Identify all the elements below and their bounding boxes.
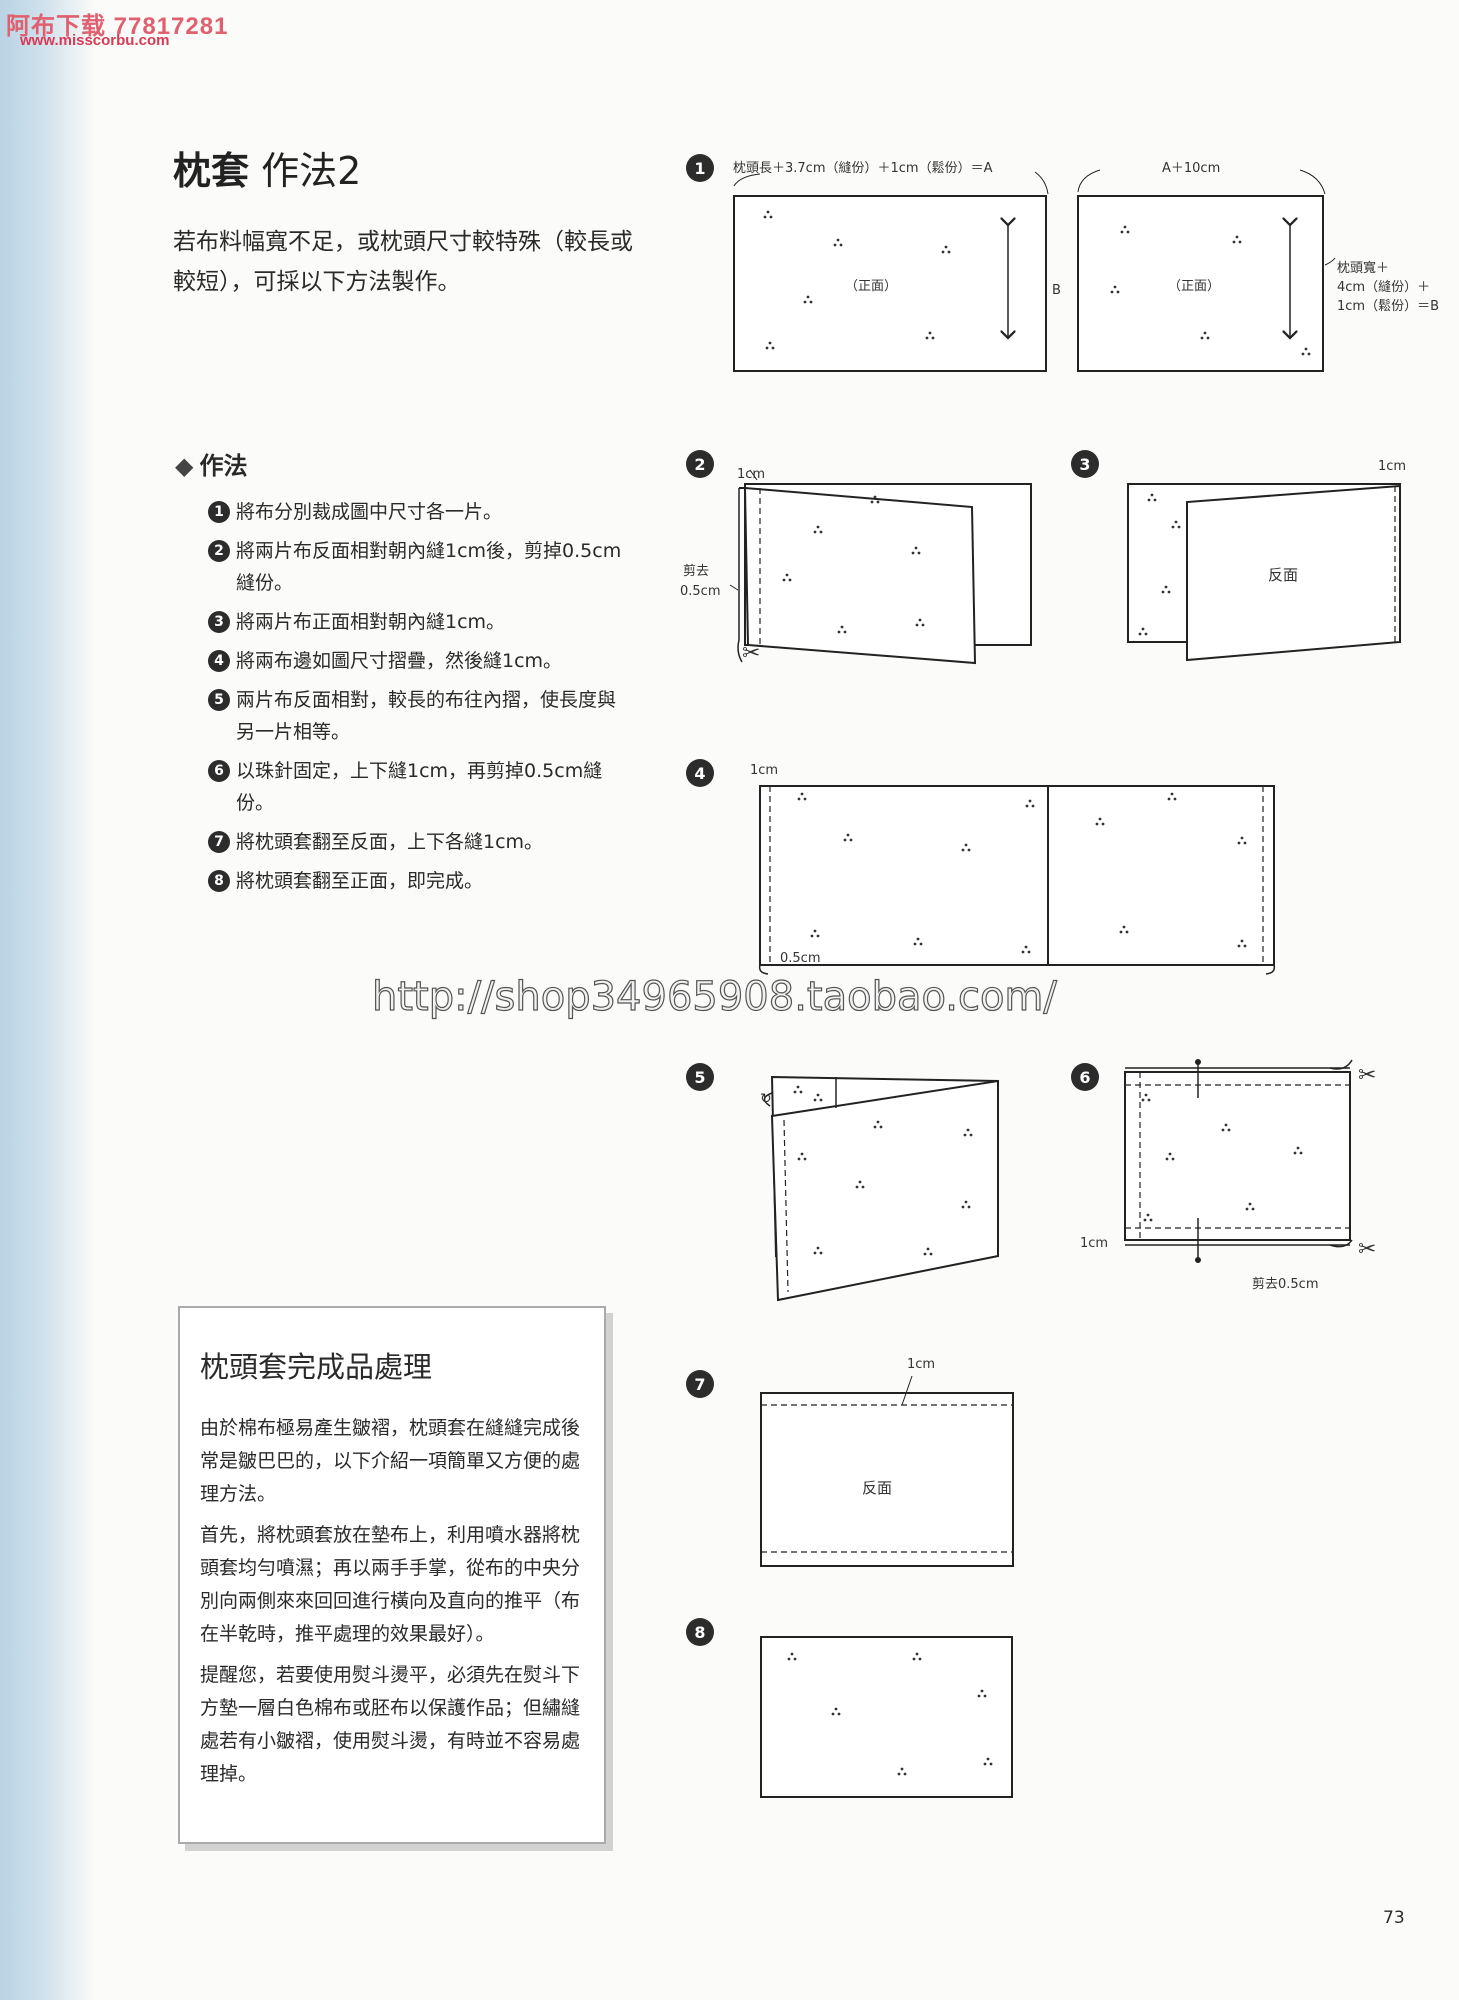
list-item: 3 將兩片布正面相對朝內縫1cm。: [208, 606, 628, 638]
diagram-label: A＋10cm: [1162, 161, 1220, 176]
diagram-number: 7: [694, 1375, 705, 1394]
step-number: 7: [208, 831, 230, 853]
step-text: 將枕頭套翻至反面，上下各縫1cm。: [236, 831, 544, 853]
tip-paragraph: 提醒您，若要使用熨斗燙平，必須先在熨斗下方墊一層白色棉布或胚布以保護作品；但繡縫…: [200, 1664, 581, 1785]
step-number: 3: [208, 611, 230, 633]
diamond-bullet-icon: ◆: [175, 452, 194, 480]
list-item: 4 將兩布邊如圖尺寸摺疊，然後縫1cm。: [208, 645, 628, 677]
step-number: 5: [208, 689, 230, 711]
diagram-label: 剪去0.5cm: [1252, 1276, 1319, 1292]
intro-text: 若布料幅寬不足，或枕頭尺寸較特殊（較長或較短），可採以下方法製作。: [173, 229, 633, 295]
tip-box-title: 枕頭套完成品處理: [200, 1350, 433, 1384]
diagram-label: 1cm: [750, 763, 778, 778]
step-number: 4: [208, 650, 230, 672]
list-item: 5 兩片布反面相對，較長的布往內摺，使長度與另一片相等。: [208, 684, 628, 748]
method-heading-label: 作法: [199, 452, 248, 480]
diagram-number: 8: [694, 1623, 705, 1642]
scissors-icon: ✂: [1358, 1237, 1376, 1262]
step-number: 1: [208, 501, 230, 523]
step-text: 將布分別裁成圖中尺寸各一片。: [236, 501, 503, 523]
step-text: 將兩片布正面相對朝內縫1cm。: [236, 611, 506, 633]
step-text: 將兩布邊如圖尺寸摺疊，然後縫1cm。: [236, 650, 563, 672]
diagram-number: 6: [1079, 1068, 1090, 1087]
title-sub: 作法2: [261, 149, 362, 193]
page-number: 73: [1383, 1908, 1405, 1928]
diagram-number: 4: [694, 764, 705, 783]
diagram-number: 2: [694, 455, 705, 474]
list-item: 1 將布分別裁成圖中尺寸各一片。: [208, 496, 628, 528]
step-list: 1 將布分別裁成圖中尺寸各一片。 2 將兩片布反面相對朝內縫1cm後，剪掉0.5cm…: [208, 496, 628, 904]
step-text: 將兩片布反面相對朝內縫1cm後，剪掉0.5cm縫份。: [236, 540, 622, 594]
method-heading: ◆作法: [175, 446, 247, 481]
list-item: 6 以珠針固定，上下縫1cm，再剪掉0.5cm縫份。: [208, 755, 628, 819]
diagram-label: B: [1052, 283, 1061, 298]
step-text: 以珠針固定，上下縫1cm，再剪掉0.5cm縫份。: [236, 760, 603, 814]
diagram-label: 1cm（鬆份）＝B: [1337, 299, 1439, 314]
title-main: 枕套: [173, 149, 250, 193]
tip-box-body: 由於棉布極易產生皺褶，枕頭套在縫縫完成後常是皺巴巴的，以下介紹一項簡單又方便的處…: [200, 1412, 590, 1799]
diagram-label: 枕頭長＋3.7cm（縫份）＋1cm（鬆份）＝A: [733, 161, 993, 176]
tip-paragraph: 由於棉布極易產生皺褶，枕頭套在縫縫完成後常是皺巴巴的，以下介紹一項簡單又方便的處…: [200, 1417, 581, 1505]
scissors-icon: ✂: [1358, 1063, 1376, 1088]
diagram-label: （正面）: [845, 279, 897, 294]
diagram-label: 枕頭寬＋: [1337, 260, 1389, 276]
diagram-label: 1cm: [737, 467, 765, 482]
page-title: 枕套 作法2: [173, 140, 361, 195]
scissors-icon: ✂: [742, 641, 760, 666]
diagram-label: 1cm: [907, 1357, 935, 1372]
step-text: 兩片布反面相對，較長的布往內摺，使長度與另一片相等。: [236, 689, 617, 743]
fold-arrow-icon: ↻: [760, 1091, 772, 1107]
url-watermark: http://shop34965908.taobao.com/: [371, 973, 1057, 1020]
step-number: 8: [208, 870, 230, 892]
tip-box: 枕頭套完成品處理 由於棉布極易產生皺褶，枕頭套在縫縫完成後常是皺巴巴的，以下介紹…: [178, 1306, 606, 1844]
book-spine-shadow: [0, 0, 95, 2000]
tip-paragraph: 首先，將枕頭套放在墊布上，利用噴水器將枕頭套均勻噴濕；再以兩手手掌，從布的中央分…: [200, 1524, 581, 1645]
diagram-label: 1cm: [1378, 459, 1406, 474]
diagram-number: 5: [694, 1068, 705, 1087]
diagram-number: 1: [694, 159, 705, 178]
watermark-top: 阿布下载 77817281: [6, 13, 229, 40]
diagram-label: 0.5cm: [680, 584, 721, 599]
list-item: 8 將枕頭套翻至正面，即完成。: [208, 865, 628, 897]
step-number: 2: [208, 540, 230, 562]
list-item: 7 將枕頭套翻至反面，上下各縫1cm。: [208, 826, 628, 858]
diagram-label: 反面: [862, 1479, 892, 1497]
diagram-number: 3: [1079, 455, 1090, 474]
list-item: 2 將兩片布反面相對朝內縫1cm後，剪掉0.5cm縫份。: [208, 535, 628, 599]
diagram-label: （正面）: [1168, 279, 1220, 294]
step-text: 將枕頭套翻至正面，即完成。: [236, 870, 484, 892]
diagram-label: 1cm: [1080, 1236, 1108, 1251]
diagram-label: 0.5cm: [780, 951, 821, 966]
diagram-label: 反面: [1268, 566, 1298, 584]
step-number: 6: [208, 760, 230, 782]
diagram-label: 剪去: [683, 563, 709, 579]
diagram-label: 4cm（縫份）＋: [1337, 280, 1430, 295]
watermark-site: www.misscorbu.com: [20, 32, 170, 49]
